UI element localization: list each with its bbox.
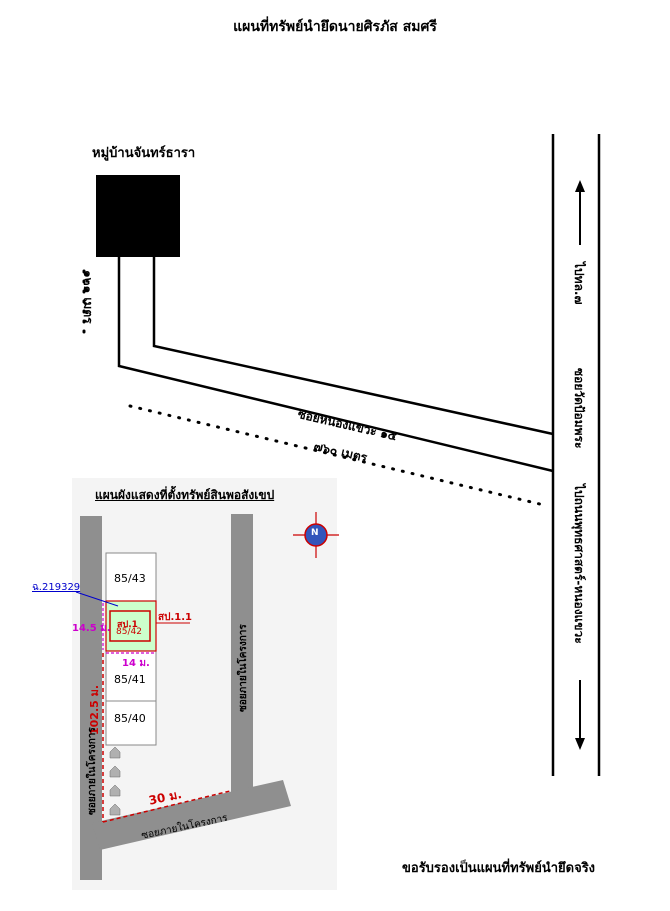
target-label-right: สป.1.1 xyxy=(158,612,192,623)
house-icon xyxy=(109,765,121,778)
inset-road-left-label: ซอยภายในโครงการ xyxy=(87,727,98,815)
inset-road-bottom xyxy=(92,780,291,850)
dim-depth-label: 14.5 ม. xyxy=(72,623,111,634)
house-icon xyxy=(109,784,121,797)
deed-leader-line xyxy=(75,591,119,607)
certification-footer: ขอรับรองเป็นแผนที่ทรัพย์นำยึดจริง xyxy=(402,861,596,876)
map-title: แผนที่ทรัพย์นำยึดนายศิรภัส สมศรี xyxy=(233,19,437,35)
dim-width-label: 14 ม. xyxy=(122,658,150,669)
lot-label-85-43: 85/43 xyxy=(114,572,146,585)
road-mid-label: ซอยวัดป้อมพระ xyxy=(572,368,586,449)
lot-85-40 xyxy=(105,700,157,746)
soi-road-lower-edge xyxy=(117,257,554,473)
house-icon xyxy=(109,746,121,759)
left-distance-label: ๑๒๑ เมตร xyxy=(81,270,95,324)
arrow-up-icon xyxy=(575,180,585,192)
inset-road-right xyxy=(231,514,253,797)
north-label: N xyxy=(311,528,319,538)
house-outline xyxy=(109,610,151,642)
lot-85-41 xyxy=(105,650,157,702)
distance-dotted-line xyxy=(128,404,550,508)
north-compass-icon xyxy=(293,512,339,558)
village-block xyxy=(96,175,180,257)
lot-85-43 xyxy=(105,552,157,602)
inset-road-right-label: ซอยภายในโครงการ xyxy=(238,624,249,712)
target-label: สป.1 xyxy=(117,620,138,630)
target-lot-label: 85/42 xyxy=(116,627,142,637)
lot-label-85-41: 85/41 xyxy=(114,673,146,686)
village-label: หมู่บ้านจันทร์ธารา xyxy=(92,146,196,161)
deed-label: ฉ.219329 xyxy=(32,582,81,593)
house-icons xyxy=(109,746,121,816)
road-lower-label: ไปถนนพุทธศาสตร์-หนองแขวะ xyxy=(572,484,586,644)
house-icon xyxy=(109,803,121,816)
inset-road-left xyxy=(80,516,102,880)
dim-horizontal-line xyxy=(102,790,231,823)
road-upper-label: ไปทล.๗ xyxy=(572,262,586,305)
target-lot-border xyxy=(105,600,157,652)
soi-road-upper-edge xyxy=(152,257,554,436)
arrow-down-icon xyxy=(575,738,585,750)
inset-title: แผนผังแสดงที่ตั้งทรัพย์สินพอสังเขป xyxy=(95,488,275,502)
lot-label-85-40: 85/40 xyxy=(114,712,146,725)
